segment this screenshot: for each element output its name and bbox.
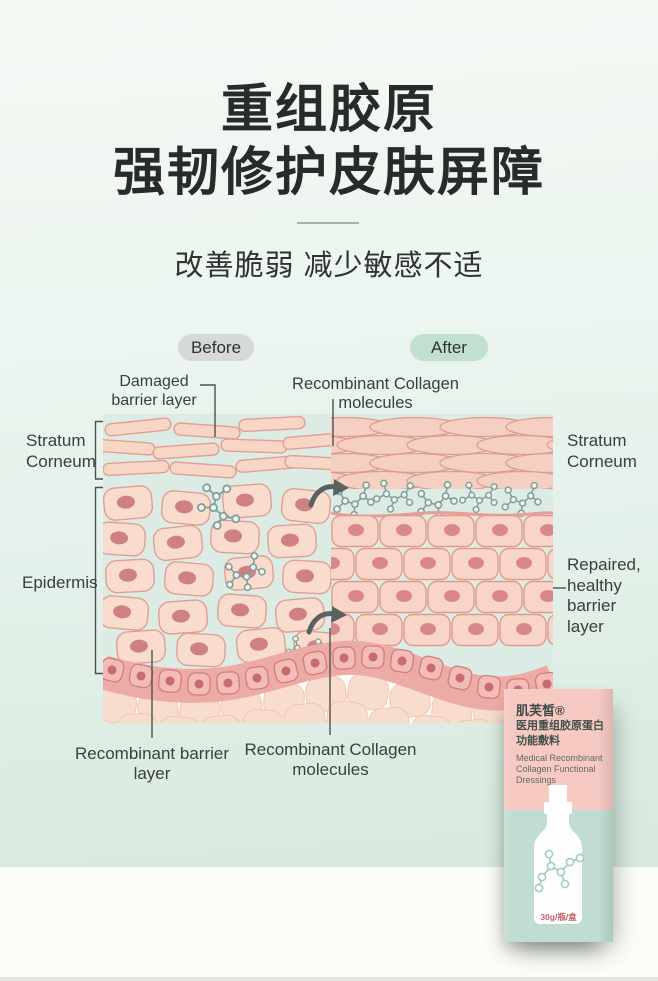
wavy-boundary-line bbox=[330, 511, 553, 518]
page-subtitle: 改善脆弱 减少敏感不适 bbox=[174, 250, 484, 282]
stratum-corneum-left-label: Stratum Corneum bbox=[26, 431, 96, 471]
before-badge: Before bbox=[178, 334, 254, 361]
bottle-molecule-icon bbox=[538, 853, 581, 889]
repaired-barrier-label: Repaired, healthy barrier layer bbox=[567, 555, 641, 636]
product-name-line2: 功能敷料 bbox=[516, 735, 560, 747]
label-connectors bbox=[94, 384, 566, 738]
transform-arrow-top-icon bbox=[308, 479, 349, 508]
damaged-label-connector bbox=[200, 384, 216, 437]
bottom-edge-line bbox=[0, 977, 658, 981]
epidermis-label: Epidermis bbox=[22, 573, 98, 592]
product-name-english: Medical Recombinant Collagen Functional … bbox=[516, 753, 603, 785]
recombinant-collagen-label: Recombinant Collagen molecules bbox=[244, 740, 417, 779]
page-title-line1: 重组胶原 bbox=[220, 81, 437, 139]
page-title-line2: 强韧修护皮肤屏障 bbox=[112, 144, 545, 202]
after-badge: After bbox=[410, 334, 488, 361]
title-divider bbox=[297, 222, 359, 224]
product-brand: 肌芙皙® bbox=[516, 703, 565, 718]
epidermis-bracket bbox=[94, 486, 103, 675]
product-size-label: 30g/瓶/盒 bbox=[540, 912, 577, 922]
stratum-corneum-bracket bbox=[94, 420, 103, 480]
transform-arrow-bottom-icon bbox=[306, 606, 347, 635]
product-name-line1: 医用重组胶原蛋白 bbox=[516, 720, 604, 732]
damaged-barrier-label: Damaged barrier layer bbox=[111, 373, 197, 409]
stratum-corneum-right-label: Stratum Corneum bbox=[567, 431, 637, 471]
product-box: 肌芙皙® 医用重组胶原蛋白 功能敷料 Medical Recombinant C… bbox=[504, 689, 613, 942]
top-collagen-label: Recombinant Collagen molecules bbox=[292, 375, 459, 412]
recombinant-barrier-label: Recombinant barrier layer bbox=[74, 744, 229, 783]
bottle-icon bbox=[526, 785, 590, 925]
